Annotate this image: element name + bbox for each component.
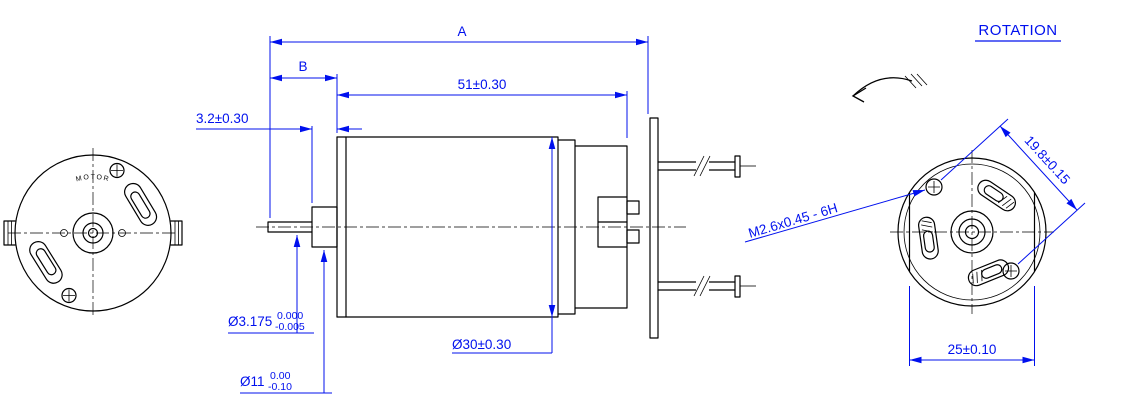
front-flange <box>336 136 347 318</box>
rear-screw-hole-upper <box>925 178 943 196</box>
terminal-pin-top <box>657 155 756 178</box>
rear-inner-rim <box>903 163 1041 301</box>
rear-bearing-circle <box>958 218 986 246</box>
brush-housing <box>597 196 640 248</box>
terminal-pin-bottom <box>657 275 756 298</box>
dim-across-flats: 25±0.10 <box>909 286 1035 366</box>
body-dia-label: Ø30±0.30 <box>452 337 511 352</box>
motor-body-outline <box>336 136 559 318</box>
dim-bushing-diameter: Ø11 0.00 -0.10 <box>240 250 332 394</box>
extension-lines <box>269 36 649 218</box>
dim-51-label: 51±0.30 <box>458 77 507 92</box>
front-vent-slot-1 <box>120 179 161 230</box>
rotation-label: ROTATION <box>978 22 1057 39</box>
dim-32-label: 3.2±0.30 <box>196 111 248 126</box>
shaft-tol-lower: -0.005 <box>275 321 305 333</box>
rear-vent-slot-1 <box>974 176 1020 215</box>
front-screw-bottom <box>61 287 77 304</box>
dim-hole-pitch: 19.8±0.15 <box>940 118 1086 265</box>
dim-shaft-diameter: Ø3.175 0.000 -0.005 <box>228 235 314 334</box>
bushing-tol-lower: -0.10 <box>268 381 292 393</box>
bushing-dia-label: Ø11 <box>240 374 265 389</box>
rear-centerlines <box>890 150 1054 314</box>
front-boss-circle <box>72 212 114 254</box>
shaft-dia-label: Ø3.175 <box>228 314 272 329</box>
front-bushing-circle <box>82 222 104 244</box>
front-rivet-right <box>118 229 126 237</box>
hole-pitch-label: 19.8±0.15 <box>1022 133 1074 187</box>
rear-view <box>851 73 1054 314</box>
front-tab-left <box>3 220 16 246</box>
face-stamp-text: MOTOR <box>75 174 110 183</box>
front-screw-top <box>109 162 125 179</box>
front-tab-right <box>170 220 183 246</box>
bushing-tol-upper: 0.00 <box>270 370 291 382</box>
rear-boss-circle <box>950 210 994 254</box>
rear-shaft-circle <box>964 224 980 240</box>
rear-vent-slot-2 <box>965 256 1012 289</box>
rear-vent-slot-3 <box>916 215 940 261</box>
across-flats-label: 25±0.10 <box>948 342 997 357</box>
terminal-plate <box>649 117 659 339</box>
front-shaft-circle <box>87 227 99 239</box>
rear-screw-hole-lower <box>1002 262 1020 280</box>
dim-b-label: B <box>298 59 307 74</box>
front-rivet-left <box>60 229 68 237</box>
front-centerlines <box>8 148 178 318</box>
front-outer-circle <box>14 154 172 312</box>
thread-spec-label: M2.6x0.45 - 6H <box>747 200 840 241</box>
dim-a-label: A <box>457 24 466 39</box>
shaft-outline <box>267 221 313 233</box>
side-view <box>256 117 756 339</box>
dim-body-diameter: Ø30±0.30 <box>452 137 556 354</box>
rear-outer-circle <box>897 157 1047 307</box>
end-cap-outline <box>557 139 628 315</box>
front-view: MOTOR <box>3 148 183 318</box>
front-vent-slot-2 <box>25 237 66 288</box>
rotation-direction-arrow <box>851 73 928 103</box>
